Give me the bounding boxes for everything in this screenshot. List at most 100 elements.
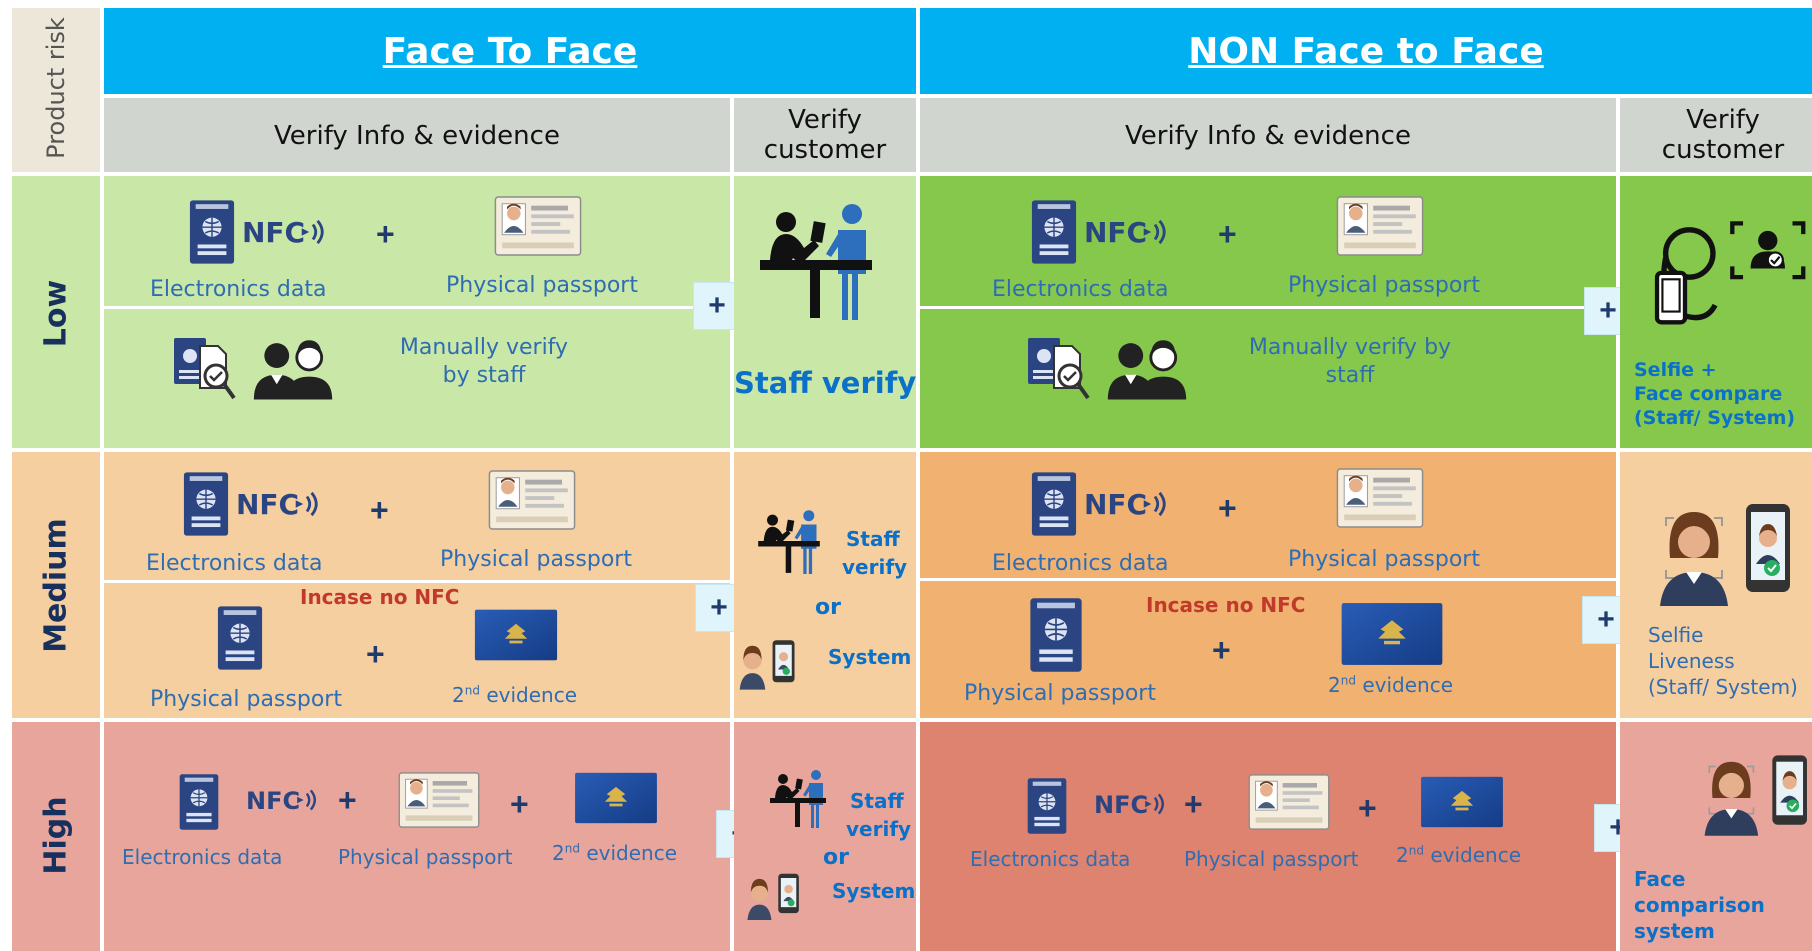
risk-medium-label: Medium [38, 518, 74, 653]
incase-no-nfc-label: Incase no NFC [300, 585, 460, 609]
physical-passport-label: Physical passport [1184, 847, 1359, 871]
nfc-label: NFC [1084, 488, 1148, 521]
second-evidence-card-icon [474, 608, 558, 662]
electronics-data-label: Electronics data [122, 845, 283, 869]
manual-verify-l1: Manually verify by [1248, 335, 1452, 360]
evidence-prefix: 2 [1396, 843, 1409, 867]
physical-passport-label: Physical passport [1288, 273, 1480, 298]
passport-icon [188, 198, 236, 266]
evidence-prefix: 2 [452, 683, 465, 707]
id-card-icon [398, 772, 480, 828]
subheader-nf-info: Verify Info & evidence [920, 98, 1616, 172]
high-nf-customer: Face comparison system [1620, 722, 1812, 951]
passport-icon [1030, 470, 1078, 538]
nfc-wave-icon [1140, 218, 1168, 246]
risk-medium-cell: Medium [12, 452, 100, 718]
risk-low-cell: Low [12, 176, 100, 448]
id-card-icon [494, 196, 582, 256]
low-f2f-customer: Staff verify [734, 176, 916, 448]
incase-no-nfc-label: Incase no NFC [1146, 593, 1306, 617]
evidence-suffix: evidence [479, 683, 577, 707]
face-to-face-title: Face To Face [382, 31, 638, 72]
face-comparison-l2: comparison [1634, 893, 1765, 917]
plus-sign: + [1218, 216, 1237, 252]
header-non-face-to-face: NON Face to Face [920, 8, 1812, 94]
plus-sign: + [510, 786, 529, 822]
f2f-info-label: Verify Info & evidence [274, 121, 560, 151]
nfc-wave-icon [1142, 792, 1166, 816]
evidence-sup: nd [564, 841, 580, 856]
nfc-label: NFC [236, 488, 300, 521]
selfie-liveness-l3: (Staff/ System) [1648, 675, 1798, 699]
evidence-sup: nd [1340, 673, 1356, 688]
risk-high-label: High [38, 796, 74, 875]
evidence-sup: nd [464, 683, 480, 698]
evidence-prefix: 2 [552, 841, 565, 865]
selfie-face-l1: Selfie + [1634, 359, 1717, 381]
woman-phone-icon [1644, 498, 1804, 608]
manual-verify-l1: Manually verify [399, 335, 569, 360]
electronics-data-label: Electronics data [970, 847, 1131, 871]
physical-passport-label: Physical passport [338, 845, 513, 869]
second-evidence-label: 2nd evidence [1328, 674, 1453, 696]
subheader-f2f-info: Verify Info & evidence [104, 98, 730, 172]
divider [920, 578, 1616, 581]
divider [104, 580, 730, 583]
plus-sign: + [366, 636, 385, 672]
face-comparison-l3: system [1634, 919, 1715, 943]
passport-icon [182, 470, 230, 538]
two-people-icon [250, 334, 336, 402]
plus-sign: + [338, 782, 357, 818]
high-f2f-info: NFC + + Electronics data Physical passpo… [104, 722, 730, 951]
product-risk-label: Product risk [42, 17, 70, 159]
header-face-to-face: Face To Face [104, 8, 916, 94]
id-card-icon [1248, 774, 1330, 830]
subheader-nf-customer: Verify customer [1620, 98, 1812, 172]
nf-info-label: Verify Info & evidence [1125, 121, 1411, 151]
passport-icon [178, 772, 220, 832]
nfc-label: NFC [246, 787, 301, 815]
nfc-label: NFC [242, 216, 306, 249]
face-comparison-l1: Face [1634, 867, 1686, 891]
f2f-cust-l2: customer [763, 135, 887, 165]
nfc-wave-icon [292, 490, 320, 518]
high-nf-info: NFC + + Electronics data Physical passpo… [920, 722, 1616, 951]
selfie-face-l3: (Staff/ System) [1634, 407, 1796, 429]
system-label: System [828, 645, 912, 669]
plus-sign: + [1212, 632, 1231, 668]
plus-sign: + [376, 216, 395, 252]
selfie-liveness-l2: Liveness [1648, 649, 1735, 673]
f2f-cust-l1: Verify [788, 105, 862, 135]
plus-sign: + [1184, 786, 1203, 822]
physical-passport-label: Physical passport [1288, 547, 1480, 572]
staff-desk-icon [756, 508, 822, 574]
corner-product-risk: Product risk [12, 8, 100, 172]
two-people-icon [1104, 334, 1190, 402]
id-card-icon [488, 470, 576, 530]
high-f2f-customer: Staff verify or System [734, 722, 916, 951]
staff-label: Staff [850, 789, 904, 813]
phone-faces-icon [736, 636, 800, 692]
subheader-f2f-customer: Verify customer [734, 98, 916, 172]
phone-faces-icon [744, 870, 804, 922]
electronics-data-label: Electronics data [150, 277, 327, 302]
second-evidence-card-icon [1420, 776, 1504, 828]
staff-label: Staff [846, 527, 900, 551]
system-label: System [832, 879, 916, 903]
plus-sign: + [1358, 790, 1377, 826]
evidence-suffix: evidence [579, 841, 677, 865]
evidence-suffix: evidence [1355, 673, 1453, 697]
medium-nf-info: NFC + Electronics data Physical passport… [920, 452, 1616, 718]
evidence-sup: nd [1408, 843, 1424, 858]
passport-icon [1030, 198, 1078, 266]
risk-high-cell: High [12, 722, 100, 951]
manual-verify-l2: staff [1325, 363, 1375, 388]
physical-passport-label: Physical passport [440, 547, 632, 572]
selfie-face-l2: Face compare [1634, 383, 1783, 405]
low-f2f-info: NFC + Electronics data Physical passport… [104, 176, 730, 448]
id-card-icon [1336, 196, 1424, 256]
passport-icon [216, 604, 264, 672]
verify-label: verify [846, 817, 912, 841]
selfie-liveness-l1: Selfie [1648, 623, 1704, 647]
passport-icon [1026, 776, 1068, 836]
